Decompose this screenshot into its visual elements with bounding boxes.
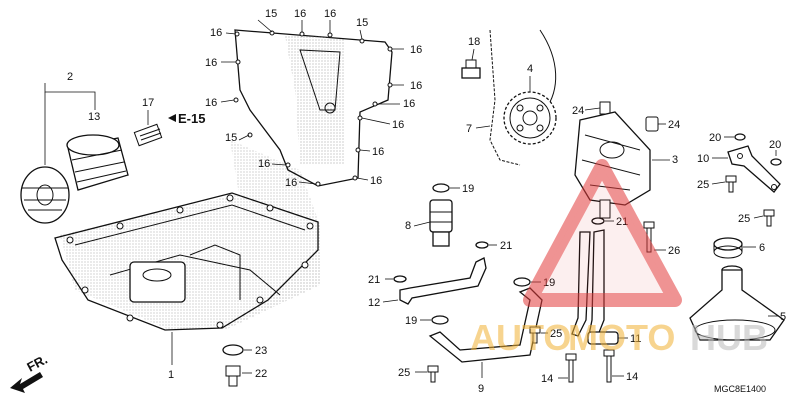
watermark-text-3: HUB: [690, 317, 768, 358]
o-ring-small: [393, 275, 407, 283]
callout-16: 16: [324, 8, 336, 20]
callout-16: 16: [205, 97, 217, 109]
washer: [770, 158, 782, 166]
watermark-triangle: [523, 159, 682, 307]
oil-pan-gasket: [233, 29, 393, 187]
callout-16: 16: [372, 146, 384, 158]
callout-16: 16: [205, 57, 217, 69]
watermark-text-1: AUTO: [470, 317, 571, 358]
flange-bolt: [725, 175, 737, 193]
oil-seal: [713, 237, 743, 259]
callout-10: 10: [697, 153, 709, 165]
callout-19: 19: [405, 315, 417, 327]
callout-11: 11: [630, 333, 641, 345]
diagram-code: MGC8E1400: [714, 384, 766, 394]
watermark: AUTO MOTO HUB: [470, 159, 768, 358]
callout-14: 14: [626, 371, 638, 383]
callout-8: 8: [405, 220, 411, 232]
callout-20: 20: [709, 132, 721, 144]
o-ring: [431, 315, 449, 325]
callout-24: 24: [572, 105, 584, 117]
oil-pressure-switch: [461, 59, 481, 79]
svg-text:FR.: FR.: [24, 352, 50, 375]
oil-orifice: [429, 199, 453, 247]
callout-25: 25: [398, 367, 410, 379]
reference-label: E-15: [178, 111, 205, 126]
callout-24: 24: [668, 119, 680, 131]
flange-bolt: [763, 209, 775, 227]
callout-16: 16: [403, 98, 415, 110]
callout-25: 25: [550, 328, 562, 340]
callout-25: 25: [697, 179, 709, 191]
oil-pump-bracket: [727, 145, 781, 193]
o-ring: [432, 183, 450, 193]
callout-18: 18: [468, 36, 480, 48]
callout-15: 15: [265, 8, 277, 20]
oil-filter-cartridge: [66, 134, 129, 191]
o-ring-small: [591, 217, 605, 225]
callout-21: 21: [368, 274, 380, 286]
o-ring-small: [475, 241, 489, 249]
o-ring: [513, 277, 531, 287]
callout-5: 5: [780, 311, 786, 323]
callout-2: 2: [67, 71, 73, 83]
callout-15: 15: [225, 132, 237, 144]
front-arrow: FR.: [10, 352, 50, 393]
callout-25: 25: [738, 213, 750, 225]
callout-13: 13: [88, 111, 100, 123]
callout-16: 16: [410, 44, 422, 56]
drain-bolt-washer: [222, 344, 244, 356]
dowel-pin: [645, 116, 659, 132]
pipe-bolt: [603, 349, 615, 383]
watermark-text-2: MOTO: [568, 317, 675, 358]
oil-pipe-a: [399, 257, 487, 305]
oil-strainer: [689, 265, 785, 341]
callout-12: 12: [368, 297, 380, 309]
oil-pan: [54, 140, 320, 331]
oil-pipe-c: [571, 229, 619, 345]
callout-9: 9: [478, 383, 484, 395]
callout-16: 16: [294, 8, 306, 20]
callout-3: 3: [672, 154, 678, 166]
washer: [734, 133, 746, 141]
pipe-bolt: [565, 353, 577, 383]
callout-19: 19: [462, 183, 474, 195]
flange-bolt: [427, 365, 439, 383]
drive-sprocket: [503, 91, 557, 145]
drain-bolt: [225, 365, 241, 387]
callout-1: 1: [168, 369, 174, 381]
oil-filter-cap: [20, 166, 70, 224]
callout-20: 20: [769, 139, 781, 151]
callout-16: 16: [285, 177, 297, 189]
reference-arrow: [168, 114, 176, 122]
callout-22: 22: [255, 368, 267, 380]
callout-16: 16: [258, 158, 270, 170]
callout-23: 23: [255, 345, 267, 357]
callout-16: 16: [370, 175, 382, 187]
callout-21: 21: [500, 240, 512, 252]
flange-bolt: [529, 326, 541, 344]
callout-7: 7: [466, 123, 472, 135]
callout-6: 6: [759, 242, 765, 254]
callout-26: 26: [668, 245, 680, 257]
callout-17: 17: [142, 97, 154, 109]
callout-16: 16: [392, 119, 404, 131]
callout-15: 15: [356, 17, 368, 29]
callout-16: 16: [410, 80, 422, 92]
callout-14: 14: [541, 373, 553, 385]
oil-cooler-bolt: [133, 123, 163, 147]
callout-4: 4: [527, 63, 533, 75]
callout-16: 16: [210, 27, 222, 39]
